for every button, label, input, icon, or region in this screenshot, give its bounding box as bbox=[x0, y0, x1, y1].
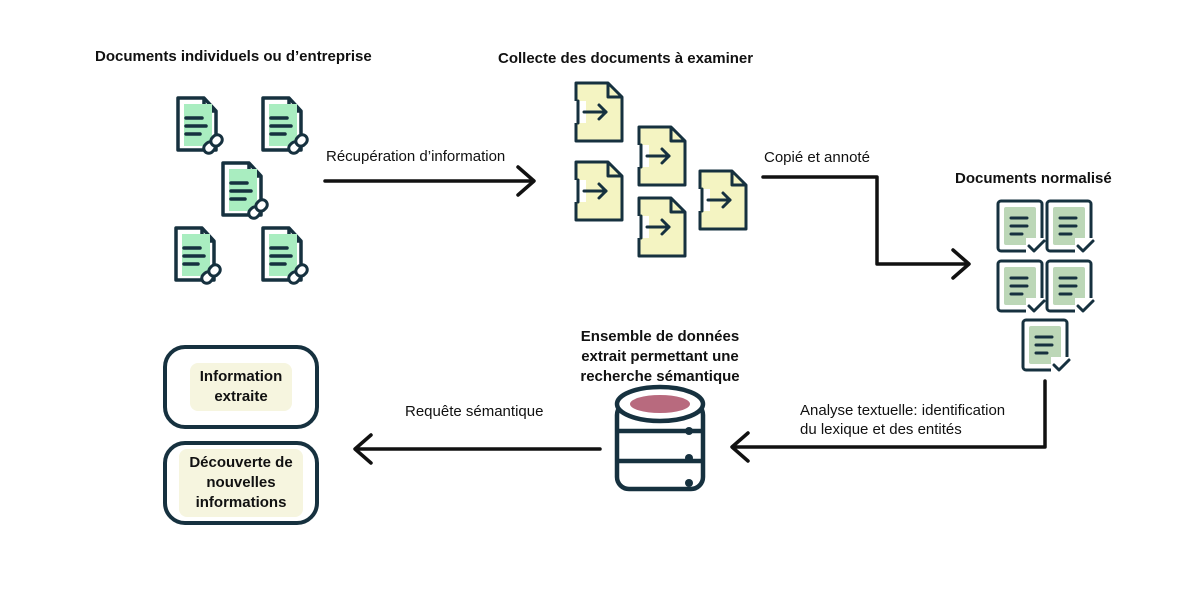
label-analysis: Analyse textuelle: identification du lex… bbox=[800, 401, 1005, 439]
arrow-query bbox=[353, 433, 602, 465]
heading-dataset: Ensemble de données extrait permettant u… bbox=[540, 327, 780, 387]
document-arrow-icon bbox=[690, 169, 748, 231]
heading-source-documents: Documents individuels ou d’entreprise bbox=[95, 48, 372, 65]
document-check-icon bbox=[996, 259, 1048, 316]
label-query: Requête sémantique bbox=[405, 403, 544, 420]
result-discovery-line: Découverte de bbox=[189, 454, 293, 471]
document-link-icon bbox=[176, 96, 227, 158]
label-analysis-line: du lexique et des entités bbox=[800, 421, 962, 438]
heading-normalized: Documents normalisé bbox=[955, 170, 1112, 187]
result-extracted-information: Information extraite bbox=[163, 345, 319, 429]
document-link-icon bbox=[261, 226, 312, 288]
document-arrow-icon bbox=[629, 125, 687, 187]
document-link-icon bbox=[261, 96, 312, 158]
result-extracted-line: Information bbox=[199, 368, 283, 385]
arrow-analysis bbox=[730, 379, 1047, 463]
label-copied: Copié et annoté bbox=[764, 149, 870, 166]
document-arrow-icon bbox=[566, 160, 624, 222]
database-icon bbox=[614, 384, 706, 492]
document-check-icon bbox=[1021, 318, 1073, 375]
label-retrieval: Récupération d’information bbox=[326, 148, 506, 165]
heading-dataset-line: Ensemble de données bbox=[580, 328, 740, 345]
document-arrow-icon bbox=[629, 196, 687, 258]
result-discovery-label: Découverte de nouvelles informations bbox=[179, 449, 303, 517]
document-link-icon bbox=[174, 226, 225, 288]
heading-dataset-line: recherche sémantique bbox=[580, 368, 740, 385]
result-discovery-line: informations bbox=[195, 494, 287, 511]
document-arrow-icon bbox=[566, 81, 624, 143]
document-check-icon bbox=[1045, 199, 1097, 256]
document-link-icon bbox=[221, 161, 272, 223]
result-new-discovery: Découverte de nouvelles informations bbox=[163, 441, 319, 525]
document-check-icon bbox=[996, 199, 1048, 256]
heading-dataset-line: extrait permettant une bbox=[581, 348, 739, 365]
heading-collection: Collecte des documents à examiner bbox=[498, 50, 754, 67]
result-extracted-label: Information extraite bbox=[189, 363, 293, 411]
document-check-icon bbox=[1045, 259, 1097, 316]
arrow-retrieval bbox=[323, 165, 536, 197]
label-analysis-line: Analyse textuelle: identification bbox=[800, 402, 1006, 419]
arrow-copied bbox=[761, 175, 971, 280]
result-discovery-line: nouvelles bbox=[206, 474, 276, 491]
result-extracted-line: extraite bbox=[214, 388, 268, 405]
